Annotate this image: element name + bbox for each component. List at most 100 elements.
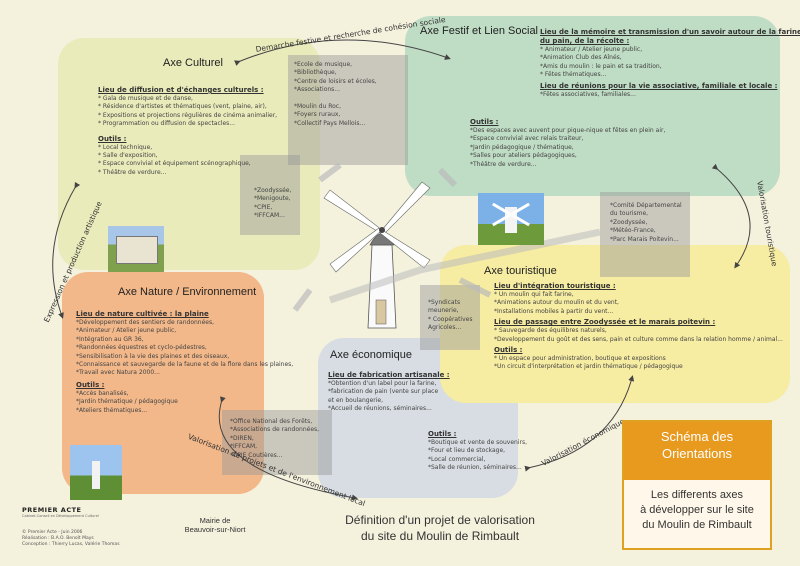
list-item: *Local commercial, [428, 455, 486, 463]
list-item: * Gala de musique et de danse, [98, 95, 193, 102]
orientation-schema-box: Schéma des Orientations Les differents a… [622, 420, 772, 550]
touristique-title: Axe touristique [484, 265, 557, 277]
list-item: *Animations autour du moulin et du vent, [494, 299, 619, 307]
festif-content: Lieu de la mémoire et transmission d'un … [540, 28, 800, 99]
list-item: * Local technique, [98, 143, 153, 151]
partner-item: *Comité Départemental [610, 202, 682, 209]
list-item: *Accueil de réunions, séminaires... [328, 405, 432, 413]
list-item: * Sauvegarde des équilibres naturels, [494, 327, 607, 335]
list-item: *Animateur / Atelier jeune public, [76, 327, 177, 335]
list-item: *Fêtes associatives, familiales... [540, 90, 636, 98]
list-item: * Programmation ou diffusion de spectacl… [98, 120, 235, 128]
list-item: *fabrication de pain (vente sur place [328, 388, 439, 396]
list-item: * Espace convivial et équipement scénogr… [98, 160, 251, 168]
list-item: *Obtention d'un label pour la farine, [328, 380, 437, 387]
partner-item: *Associations... [294, 86, 341, 94]
culturel-panel [58, 38, 320, 270]
schema-desc-line3: du Moulin de Rimbault [642, 519, 752, 531]
windmill-illustration [292, 162, 492, 329]
list-item: * Théâtre de verdure... [98, 168, 167, 176]
arrow-right-curve [711, 163, 751, 269]
partner-item: *Menigoute, [254, 195, 291, 203]
list-item: * Animateur / Atelier jeune public, [540, 46, 643, 53]
nature-title: Axe Nature / Environnement [118, 286, 257, 298]
list-item: *Four et lieu de stockage, [428, 447, 506, 455]
list-item: *Jardin thématique / pédagogique [76, 398, 178, 406]
touristique-heading-1: Lieu d'intégration touristique : [494, 282, 616, 290]
list-item: *Développement des sentiers de randonnée… [76, 319, 215, 326]
partner-item: * Coopératives [428, 315, 473, 323]
arrow-bottom-left-curve [218, 396, 358, 501]
list-item: *Des espaces avec auvent pour pique-niqu… [470, 127, 666, 134]
partner-item: *IFFCAM... [254, 212, 285, 220]
credit-line: Conception : Thierry Lucas, Valérie Thom… [22, 542, 120, 547]
partner-item: *Collectif Pays Mellois... [294, 119, 366, 127]
list-item: * Expositions et projections régulières … [98, 111, 278, 119]
schema-title-line1: Schéma des [660, 429, 734, 444]
house-photo [108, 226, 164, 272]
list-item: * Salle d'exposition, [98, 152, 158, 160]
list-item: *Developpement du goût et des sens, pain… [494, 335, 783, 343]
schema-title-line2: Orientations [661, 446, 733, 461]
mairie-line1: Mairie de [199, 516, 231, 525]
festif-heading-1: Lieu de la mémoire et transmission d'un … [540, 28, 800, 36]
schema-description: Les differents axes à développer sur le … [624, 480, 770, 541]
logo-line2: Cabinet-Conseil en Développement Culture… [22, 514, 99, 518]
touristique-content: Lieu d'intégration touristique : * Un mo… [494, 282, 783, 372]
nature-content: Lieu de nature cultivée : la plaine *Dév… [76, 310, 293, 415]
schema-title: Schéma des Orientations [624, 422, 770, 480]
project-definition: Définition d'un projet de valorisation d… [310, 512, 570, 544]
credit-line: Réalisation : B.A.O. Benoît Mays [22, 536, 94, 541]
schema-desc-line2: à développer sur le site [640, 504, 754, 516]
economique-heading-1: Lieu de fabrication artisanale : [328, 371, 450, 379]
list-item: * Résidence d'artistes et thématiques (v… [98, 103, 267, 111]
logo-line1: PREMIER ACTE [22, 506, 82, 514]
list-item: *Salles pour ateliers pédagogiques, [470, 152, 577, 160]
list-item: *Animation Club des Aînés, [540, 54, 622, 62]
list-item: *Espace convivial avec relais traiteur, [470, 135, 584, 143]
list-item: *Accès banalisés, [76, 389, 129, 397]
culturel-heading-2: Outils : [98, 134, 127, 143]
nature-heading-2: Outils : [76, 380, 105, 389]
partner-item: *CPIE, [254, 203, 273, 211]
list-item: *Randonnées équestres et cyclo-pédestres… [76, 344, 207, 352]
list-item: *Boutique et vente de souvenirs, [428, 439, 527, 446]
partner-item: *Syndicats [428, 299, 461, 306]
festif-title: Axe Festif et Lien Social [420, 25, 539, 37]
partners-left-mid-box: *Zoodyssée,*Menigoute,*CPIE,*IFFCAM... [240, 155, 300, 235]
windmill-photo-right [478, 193, 544, 245]
economique-heading-2: Outils : [428, 430, 457, 438]
partner-item: *Zoodyssée, [610, 218, 648, 226]
list-item: *Sensibilisation à la vie des plaines et… [76, 352, 230, 360]
mairie-label: Mairie de Beauvoir-sur-Niort [170, 516, 260, 534]
list-item: *Salle de réunion, séminaires... [428, 464, 522, 472]
partner-item: *Foyers ruraux, [294, 111, 341, 119]
partner-item: *Bibliothèque, [294, 69, 337, 77]
partner-item: *Moulin du Roc, [294, 103, 341, 111]
touristique-heading-2: Lieu de passage entre Zoodyssée et le ma… [494, 318, 716, 327]
list-item: * Un espace pour administration, boutiqu… [494, 355, 666, 363]
credit-line: © Premier Acte - Juin 2006 [22, 530, 83, 535]
partner-item: du tourisme, [610, 210, 649, 218]
nature-heading-1: Lieu de nature cultivée : la plaine [76, 310, 209, 318]
partner-item: *Zoodyssée, [254, 187, 292, 194]
arrow-left-curve [52, 181, 81, 319]
festif-heading-3: Outils : [470, 118, 499, 126]
economique-title: Axe économique [330, 349, 412, 361]
arrow-bottom-right-curve [524, 375, 635, 472]
windmill-photo-bottom [70, 445, 122, 500]
partner-item: *Météo-France, [610, 227, 656, 235]
partner-item: Agricoles... [428, 324, 462, 332]
partner-item: meunerie, [428, 307, 459, 315]
list-item: *Installations mobiles à partir du vent.… [494, 307, 614, 315]
touristique-heading-3: Outils : [494, 346, 523, 355]
arrow-top-curve [234, 39, 451, 66]
festif-tools: Outils : *Des espaces avec auvent pour p… [470, 118, 665, 169]
partner-item: *Parc Marais Poitevin... [610, 235, 679, 243]
definition-line2: du site du Moulin de Rimbault [360, 529, 520, 543]
list-item: *Connaissance et sauvegarde de la faune … [76, 361, 294, 369]
culturel-content: Lieu de diffusion et d'échanges culturel… [98, 86, 277, 177]
definition-line1: Définition d'un projet de valorisation [345, 513, 535, 527]
